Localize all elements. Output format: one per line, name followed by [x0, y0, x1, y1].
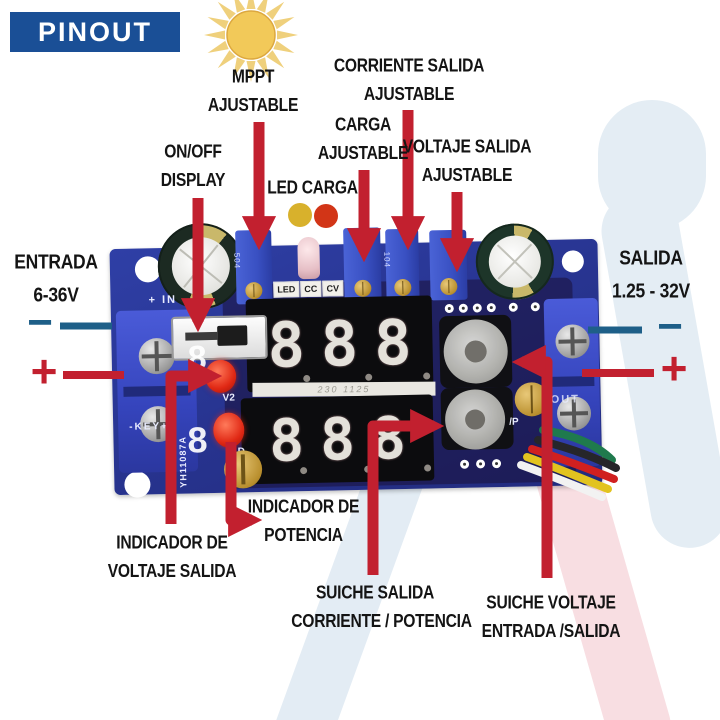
charge-led-red-dot: [314, 204, 338, 228]
output-plus-sign: +: [660, 342, 688, 394]
wire-yellow: [523, 453, 612, 493]
callout-indicador-potencia: INDICADOR DE POTENCIA: [241, 492, 365, 549]
callout-onoff-line2: DISPLAY: [160, 170, 226, 191]
input-title: ENTRADA: [14, 251, 98, 274]
callout-on-off-display: ON/OFF DISPLAY: [135, 137, 251, 194]
callout-mppt-line1: MPPT: [231, 66, 275, 87]
arrow-indicador-potencia: [225, 442, 263, 538]
page-title: PINOUT: [37, 16, 152, 47]
arrow-suiche-voltaje: [511, 344, 553, 578]
callout-suiche-voltaje: SUICHE VOLTAJE ENTRADA /SALIDA: [467, 588, 634, 645]
callout-corriente-line1: CORRIENTE SALIDA: [333, 55, 485, 76]
title-banner: PINOUT: [10, 12, 180, 52]
callout-suisal-line2: CORRIENTE / POTENCIA: [291, 611, 472, 632]
callout-voltaje-salida: VOLTAJE SALIDA AJUSTABLE: [389, 132, 545, 189]
callout-suivolt-line2: ENTRADA /SALIDA: [481, 621, 621, 642]
sun-icon: [204, 0, 298, 82]
output-minus-sign: −: [657, 302, 683, 351]
callout-suisal-line1: SUICHE SALIDA: [315, 582, 435, 603]
callout-corriente-line2: AJUSTABLE: [363, 84, 455, 105]
callout-led-carga: LED CARGA: [255, 173, 370, 202]
callout-ledcarga-line1: LED CARGA: [267, 177, 358, 198]
wire-white: [517, 461, 606, 501]
callout-suivolt-line1: SUICHE VOLTAJE: [486, 592, 616, 613]
callout-indvolt-line1: INDICADOR DE: [116, 532, 228, 553]
output-wires: [517, 426, 620, 501]
callout-voltaje-line1: VOLTAJE SALIDA: [402, 136, 532, 157]
wire-green: [539, 426, 616, 464]
callout-suiche-salida: SUICHE SALIDA CORRIENTE / POTENCIA: [291, 578, 472, 635]
callout-indicador-voltaje: INDICADOR DE VOLTAJE SALIDA: [95, 528, 250, 585]
callout-mppt: MPPT AJUSTABLE: [193, 62, 313, 119]
callout-indpot-line1: INDICADOR DE: [247, 496, 360, 517]
callout-voltaje-line2: AJUSTABLE: [421, 165, 513, 186]
input-label: ENTRADA 6-36V: [8, 246, 104, 312]
input-minus-sign: −: [27, 298, 53, 347]
arrow-indicador-voltaje: [165, 358, 223, 524]
output-title: SALIDA: [619, 247, 683, 270]
input-range: 6-36V: [33, 284, 79, 307]
callout-corriente-salida: CORRIENTE SALIDA AJUSTABLE: [322, 51, 497, 108]
callout-carga: CARGA AJUSTABLE: [305, 110, 421, 167]
arrow-suiche-salida: [367, 408, 445, 575]
callout-carga-line1: CARGA: [335, 114, 391, 135]
callout-onoff-line1: ON/OFF: [164, 141, 222, 162]
callout-carga-line2: AJUSTABLE: [317, 143, 409, 164]
callout-indpot-line2: POTENCIA: [264, 525, 343, 546]
charge-led-yellow-dot: [288, 203, 312, 227]
input-plus-sign: +: [30, 345, 58, 397]
callout-indvolt-line2: VOLTAJE SALIDA: [107, 561, 237, 582]
output-label: SALIDA 1.25 - 32V: [600, 242, 701, 308]
callout-mppt-line2: AJUSTABLE: [207, 95, 299, 116]
output-range: 1.25 - 32V: [612, 280, 690, 303]
